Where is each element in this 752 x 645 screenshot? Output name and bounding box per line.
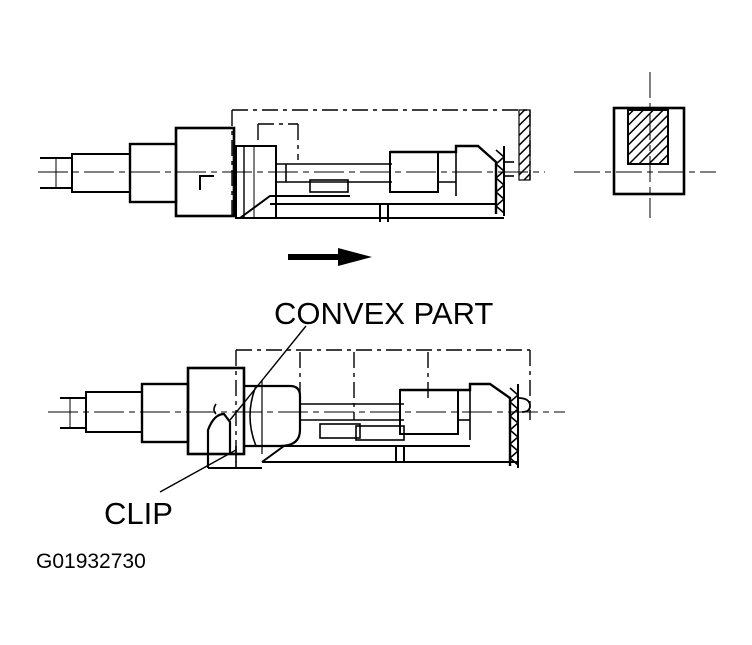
top-plunger-shaft: [276, 163, 392, 193]
top-switch-head: [390, 144, 498, 214]
bottom-base-rails: [261, 445, 518, 463]
clip-leader: [159, 449, 237, 493]
switch-end-view: [574, 72, 716, 218]
bottom-plunger-tip: [517, 397, 531, 413]
clip-label: CLIP: [104, 496, 173, 531]
top-base-rails: [239, 195, 504, 222]
convex-part-label: CONVEX PART: [274, 296, 493, 331]
bottom-bracket-outline: [235, 349, 531, 462]
leader-lines: [159, 325, 307, 493]
bottom-body-front: [140, 382, 190, 444]
top-bracket-edge: [518, 109, 531, 181]
top-clip-hook: [199, 175, 214, 190]
end-view-hatched-slot: [627, 109, 669, 165]
top-serrations: [494, 149, 506, 214]
bottom-switch-head: [400, 382, 512, 466]
top-body-front: [128, 142, 178, 204]
switch-bottom-view: [48, 349, 565, 469]
top-body-flange: [174, 126, 236, 218]
top-cable: [40, 153, 131, 193]
convex-part-leader: [229, 325, 307, 421]
right-arrow-icon: [338, 248, 372, 266]
bottom-serrations: [508, 387, 520, 466]
bottom-clip: [206, 412, 232, 468]
end-view-frame: [612, 106, 686, 196]
bottom-plunger-shaft: [300, 403, 405, 441]
figure-code-label: G01932730: [36, 550, 146, 573]
switch-top-view: [38, 109, 545, 222]
insertion-direction-arrow: [288, 248, 372, 266]
bottom-body-flange: [186, 366, 246, 456]
